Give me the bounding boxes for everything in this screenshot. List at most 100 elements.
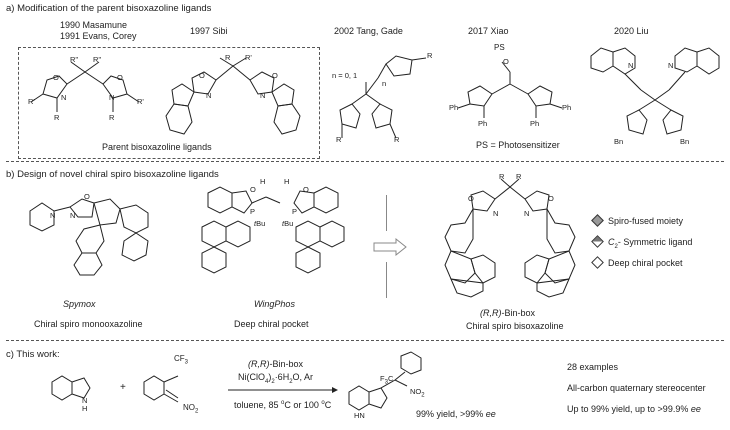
atom-wing-h1: H [260,177,266,186]
atom-spymox-py-n: N [50,211,56,220]
bar-lower [386,262,387,298]
tang-n-label: n = 0, 1 [332,71,358,80]
bar-upper [386,195,387,231]
atom-r2-left: R'' [70,55,79,64]
divider-a-b [6,161,724,162]
label-tang-gade: 2002 Tang, Gade [334,26,403,36]
atom-xiao-ph4: Ph [530,119,540,128]
atom-xiao-ph1: Ph [449,103,459,112]
structure-xiao [457,61,563,118]
atom-wing-p1: P [250,207,256,216]
parent-box-caption: Parent bisoxazoline ligands [102,142,212,152]
atom-n-right: N [109,93,115,102]
atom-liu-n1: N [628,61,634,70]
atom-sibi-o2: O [272,71,278,80]
atom-sibi-r: R [225,53,231,62]
result-yield: Up to 99% yield, up to >99.9% ee [567,404,701,414]
atom-spymox-n: N [70,211,76,220]
product-hn: HN [354,411,365,420]
structure-indole [51,375,91,401]
spymox-caption: Chiral spiro monooxazoline [34,319,143,329]
atom-xiao-ph2: Ph [562,103,572,112]
structure-parent-box [30,61,140,112]
atom-sibi-n2: N [260,91,266,100]
diamond-half-icon [591,235,604,248]
atom-sibi-r1: R' [245,53,252,62]
product-cf3: F3C [380,374,394,386]
atom-wing-h2: H [284,177,290,186]
binbox-caption: Chiral spiro bisoxazoline [466,321,564,331]
atom-xiao-o: O [503,57,509,66]
reactant-cf3: CF3 [174,354,189,366]
atom-binbox-n1: N [493,209,499,218]
hollow-arrow-icon [373,237,407,257]
atom-n-left: N [61,93,67,102]
atom-binbox-r1: R [499,172,505,181]
atom-r2-right: R'' [93,55,102,64]
atom-liu-bn1: Bn [614,137,624,146]
reactant-no2: NO2 [183,403,199,415]
atom-tang-r-top: R [427,51,433,60]
atom-binbox-r2: R [516,172,522,181]
plus-sign: + [120,382,126,393]
structure-product [348,351,422,411]
result-examples: 28 examples [567,362,619,372]
atom-spymox-o: O [84,192,90,201]
legend-c2: C2- Symmetric ligand [591,235,692,250]
atom-sibi-o1: O [199,71,205,80]
atom-liu-n2: N [668,61,674,70]
atom-r-right: R [109,113,115,122]
structure-nitroalkene [143,375,179,403]
label-sibi: 1997 Sibi [190,26,228,36]
atom-wing-tbu2: tBu [282,219,294,228]
condition-ligand: (R,R)-Bin-box [248,359,304,369]
atom-r1-right: R' [137,97,144,106]
binbox-name: (R,R)-Bin-box [480,308,536,318]
legend-spiro: Spiro-fused moiety [591,214,683,227]
structure-spymox [29,198,149,276]
divider-b-c [6,340,724,341]
spymox-name: Spymox [63,299,96,309]
atom-tang-r-left: R [336,135,342,144]
ps-note: PS = Photosensitizer [476,140,560,150]
atom-r1-left: R' [28,97,35,106]
label-masamune: 1990 Masamune [60,20,128,30]
wingphos-caption: Deep chiral pocket [234,319,309,329]
atom-sibi-n1: N [206,91,212,100]
wingphos-name: WingPhos [254,299,295,309]
section-b-heading: b) Design of novel chiral spiro bisoxazo… [6,169,219,180]
atom-o-right: O [117,73,123,82]
diamond-white-icon [591,256,604,269]
label-xiao: 2017 Xiao [468,26,509,36]
atom-wing-p2: P [292,207,298,216]
atom-wing-o2: O [303,185,309,194]
condition-catalyst: Ni(ClO4)2·6H2O, Ar [238,372,314,385]
structure-tang-gade [339,55,427,139]
product-no2: NO2 [410,387,425,399]
atom-liu-bn2: Bn [680,137,690,146]
parent-ligand-box [18,47,320,159]
atom-xiao-ph3: Ph [478,119,488,128]
label-liu: 2020 Liu [614,26,649,36]
atom-tang-r-right: R [394,135,400,144]
structure-wingphos [201,186,345,274]
structure-binbox [444,178,576,298]
atom-wing-tbu1: tBu [254,219,266,228]
diamond-grey-icon [591,214,604,227]
reaction-arrow-icon [228,387,338,393]
section-a-heading: a) Modification of the parent bisoxazoli… [6,3,212,14]
condition-solvent: toluene, 85 oC or 100 oC [234,400,332,410]
result-stereocenter: All-carbon quaternary stereocenter [567,383,706,393]
atom-binbox-o1: O [468,194,474,203]
structure-sibi [165,57,301,135]
atom-wing-o1: O [250,185,256,194]
label-evans-corey: 1991 Evans, Corey [60,31,137,41]
atom-binbox-o2: O [548,194,554,203]
legend-pocket: Deep chiral pocket [591,256,683,269]
atom-tang-n: n [382,79,387,88]
xiao-ps-label: PS [494,43,505,52]
atom-o-left: O [53,73,59,82]
atom-r-left: R [54,113,60,122]
atom-binbox-n2: N [524,209,530,218]
